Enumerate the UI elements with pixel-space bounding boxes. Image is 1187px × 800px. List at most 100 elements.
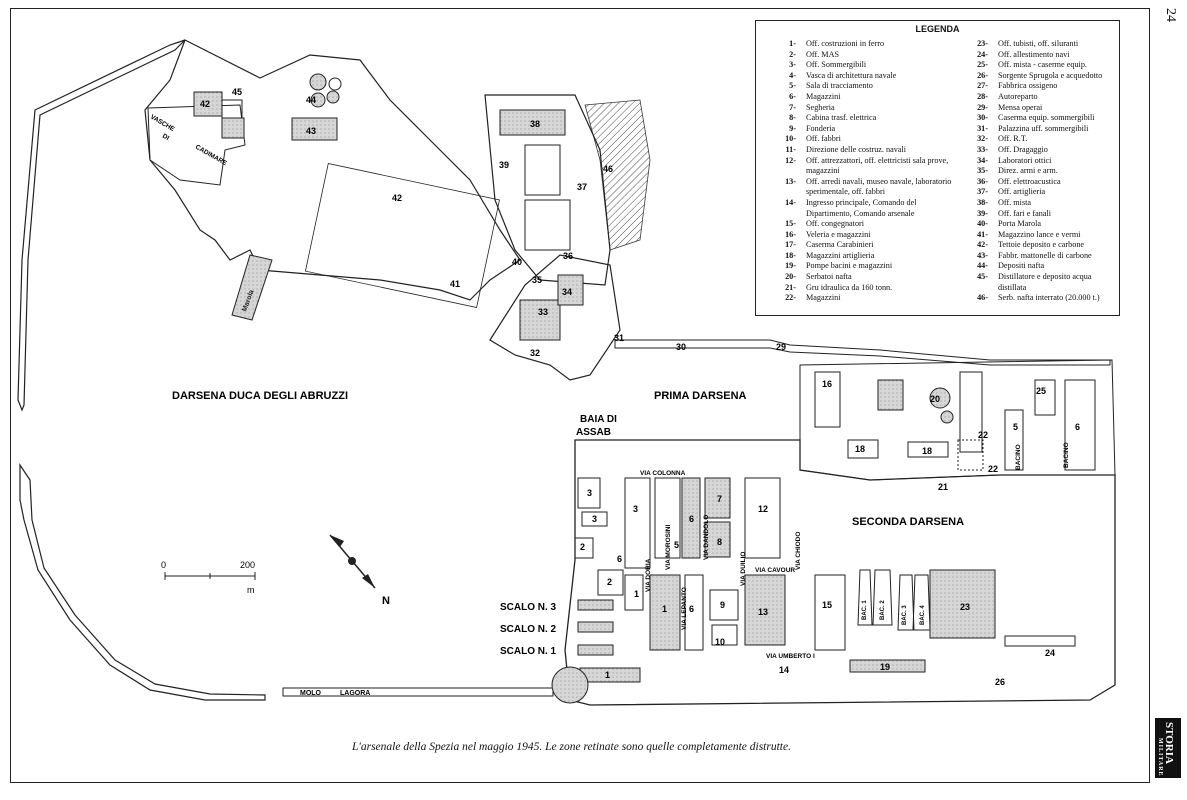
num-label: 40 [512,257,522,267]
legend-item: 11-Direzione delle costruz. navali [764,145,954,156]
legend-number: 7- [789,102,796,112]
num-label: 26 [995,677,1005,687]
legend-number: 45- [977,272,988,282]
molo-lagora [282,687,554,697]
legend-text: Serb. nafta interrato (20.000 t.) [998,293,1100,303]
num-label: 18 [855,444,865,454]
legend-item: 9-Fonderia [764,124,954,135]
legend-number: 35- [977,166,988,176]
legend-number: 22- [785,293,796,303]
num-label: 15 [822,600,832,610]
legend-item: 2-Off. MAS [764,50,954,61]
north-shore [144,39,521,301]
num-label: 25 [1036,386,1046,396]
legend-item: 19-Pompe bacini e magazzini [764,261,954,272]
legend-text: Off. arredi navali, museo navale, labora… [806,176,952,197]
legend-text: Off. Dragaggio [998,144,1048,154]
legend-text: Off. fabbri [806,134,841,144]
legend-title: LEGENDA [915,24,960,34]
legend-text: Magazzini artiglieria [806,250,875,260]
num-label: 31 [614,333,624,343]
legend-number: 38- [977,197,988,207]
num-label: 42 [392,193,402,203]
num-label: 7 [717,494,722,504]
legend-text: Tettoie deposito e carbone [998,240,1085,250]
legend-number: 20- [785,272,796,282]
legend-number: 2- [789,49,796,59]
num-label: 35 [532,275,542,285]
legend-text: Magazzini [806,91,841,101]
legend-item: 31-Palazzina uff. sommergibili [956,124,1116,135]
legend-item: 36-Off. elettroacustica [956,177,1116,188]
legend-number: 33- [977,144,988,154]
legend-item: 24-Off. allestimento navi [956,50,1116,61]
num-label: 3 [633,504,638,514]
north-block [484,94,611,286]
legend-text: Magazzini [806,293,841,303]
num-label: 22 [978,430,988,440]
legend-text: Segheria [806,102,835,112]
bac-2-label: BAC. 2 [880,600,886,620]
legend-text: Distillatore e deposito acqua distillata [998,272,1092,292]
bacino-5-label: BACINO [1015,444,1022,470]
legend-text: Vasca di architettura navale [806,70,897,80]
num-label: 30 [676,342,686,352]
breakwater-west [17,39,186,412]
legend-number: 43- [977,250,988,260]
legend-text: Off. elettroacustica [998,176,1061,186]
scalo1-label: SCALO N. 1 [500,646,557,657]
num-label: 23 [960,602,970,612]
via-colonna: VIA COLONNA [640,470,686,477]
legend-text: Sala di tracciamento [806,81,873,91]
legend-text: Fonderia [806,123,836,133]
num-label: 3 [592,514,597,524]
num-label: 14 [779,665,789,675]
di-label: DI [161,133,170,142]
num-label: 34 [562,287,572,297]
num-label: 5 [1013,422,1018,432]
num-label: 41 [450,279,460,289]
via-morosini: VIA MOROSINI [665,525,672,570]
num-label: 38 [530,119,540,129]
legend-text: Ingresso principale, Comando del Diparti… [806,197,917,218]
legend-text: Mensa operai [998,102,1043,112]
north-label: N [382,595,390,607]
legend-text: Sorgente Sprugola e acquedotto [998,70,1103,80]
brand-sub: MILITARE [1157,738,1163,777]
legend-number: 28- [977,91,988,101]
legend-number: 27- [977,81,988,91]
legend-item: 29-Mensa operai [956,103,1116,114]
legend-text: Direz. armi e arm. [998,166,1058,176]
bac-4-label: BAC. 4 [920,605,926,625]
legend-text: Magazzino lance e vermi [998,229,1081,239]
legend-item: 44-Depositi nafta [956,261,1116,272]
scalo2-label: SCALO N. 2 [500,624,557,635]
legend-text: Serbatoi nafta [806,272,852,282]
legend-text: Off. mista - caserme equip. [998,60,1087,70]
legend-number: 23- [977,39,988,48]
legend-item: 39-Off. fari e fanali [956,209,1116,220]
prima-darsena-label: PRIMA DARSENA [654,390,747,402]
via-dandolo: VIA DANDOLO [703,515,710,560]
scalo-2 [577,621,614,633]
via-lepanto: VIA LEPANTO [681,587,688,630]
legend-text: Off. costruzioni in ferro [806,39,885,48]
assab-label: ASSAB [576,427,611,438]
legend-text: Off. attrezzattori, off. elettricisti sa… [806,155,949,176]
scale-max: 200 [240,560,255,570]
vasche-label: VASCHE [149,114,176,134]
num-label: 6 [1075,422,1080,432]
num-label: 6 [617,554,622,564]
num-label: 20 [930,394,940,404]
legend-item: 14-Ingresso principale, Comando del Dipa… [764,198,954,219]
num-label: 1 [605,670,610,680]
legend-item: 16-Veleria e magazzini [764,230,954,241]
legend-text: Porta Marola [998,219,1041,229]
legend-item: 10-Off. fabbri [764,134,954,145]
legend-item: 33- Off. Dragaggio [956,145,1116,156]
marola-pier [231,254,273,321]
num-label: 6 [689,514,694,524]
num-label: 8 [717,537,722,547]
num-label: 46 [603,164,613,174]
